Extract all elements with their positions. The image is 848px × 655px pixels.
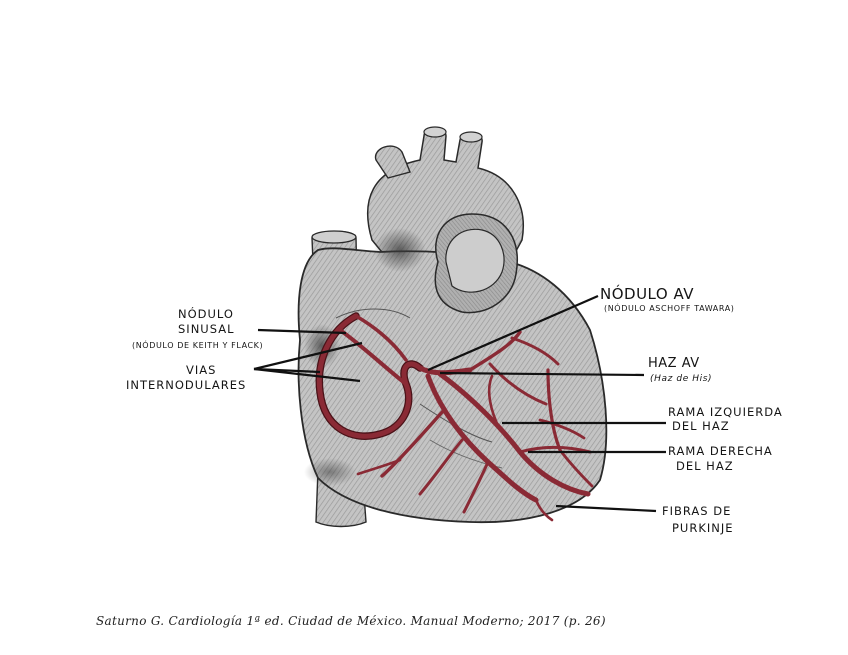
aortic-branch-left xyxy=(374,145,411,179)
leader-nodulo-sinusal xyxy=(257,328,347,335)
atrium-contour xyxy=(335,308,411,319)
label-nodulo-av: NÓDULO AV xyxy=(600,285,695,303)
aortic-branch-opening-1 xyxy=(423,126,447,138)
leader-vias-2 xyxy=(253,367,361,383)
label-rama-derecha-1: RAMA DERECHA xyxy=(668,444,773,458)
pulmonary-opening xyxy=(445,228,505,293)
label-haz-av-sub: (Haz de His) xyxy=(650,374,713,384)
label-nodulo-sinusal-1: NÓDULO xyxy=(178,307,234,321)
internodal-path-upper xyxy=(354,314,408,362)
label-nodulo-sinusal-2: SINUSAL xyxy=(178,322,235,336)
label-nodulo-sinusal-sub: (NÓDULO DE KEITH Y FLACK) xyxy=(132,341,264,350)
shade-bottom xyxy=(304,458,356,486)
leader-nodulo-av xyxy=(427,294,599,372)
heart-drawing xyxy=(297,126,608,528)
label-fibras-1: FIBRAS DE xyxy=(662,504,732,518)
label-rama-izquierda-1: RAMA IZQUIERDA xyxy=(668,405,783,419)
label-rama-izquierda-2: DEL HAZ xyxy=(672,419,730,433)
internodal-path-inner xyxy=(338,328,408,386)
shade-atrium xyxy=(374,228,426,272)
label-rama-derecha-2: DEL HAZ xyxy=(676,459,734,473)
leader-haz-av xyxy=(439,371,645,377)
vena-cava-opening xyxy=(311,230,357,244)
citation-caption: Saturno G. Cardiología 1ª ed. Ciudad de … xyxy=(96,614,606,628)
right-bundle-branch xyxy=(425,373,539,503)
label-vias-2: INTERNODULARES xyxy=(126,378,247,392)
leader-lines xyxy=(253,294,666,513)
leader-purkinje xyxy=(555,504,657,513)
aortic-branch-opening-2 xyxy=(459,131,483,143)
leader-vias-3 xyxy=(253,367,321,374)
conduction-system xyxy=(315,312,594,522)
label-nodulo-av-sub: (NÓDULO ASCHOFF TAWARA) xyxy=(604,304,735,313)
label-fibras-2: PURKINJE xyxy=(672,521,734,535)
leader-vias-1 xyxy=(253,341,363,371)
label-vias-1: VIAS xyxy=(186,363,217,377)
label-haz-av: HAZ AV xyxy=(648,356,700,371)
